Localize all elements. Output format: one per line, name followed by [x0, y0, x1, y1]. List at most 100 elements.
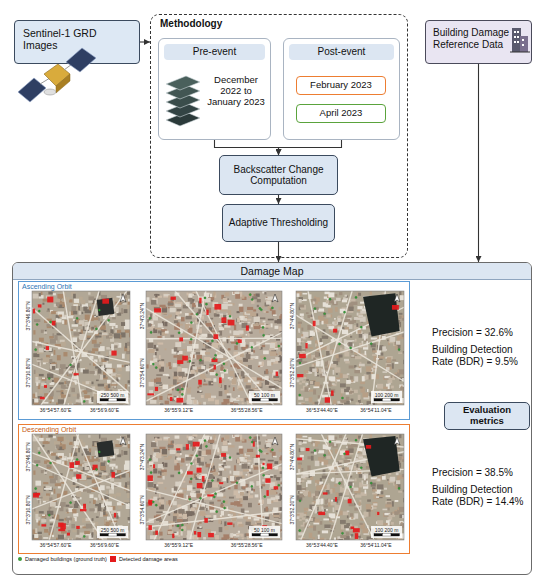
building-roof: [101, 329, 104, 331]
building-roof: [399, 385, 403, 388]
building-roof: [250, 350, 255, 353]
building-roof: [82, 381, 86, 386]
building-roof: [235, 373, 239, 377]
building-roof: [357, 313, 359, 316]
building-roof: [51, 311, 57, 314]
building-roof: [88, 300, 92, 303]
building-roof: [105, 310, 107, 313]
building-roof: [94, 325, 97, 327]
building-roof: [83, 307, 87, 311]
building-roof: [311, 371, 313, 373]
building-roof: [99, 346, 105, 351]
building-roof: [239, 307, 243, 312]
building-roof: [302, 381, 305, 383]
building-roof: [175, 293, 180, 296]
building-roof: [263, 321, 266, 323]
building-roof: [159, 355, 161, 358]
building-roof: [89, 371, 94, 374]
building-roof: [149, 390, 153, 394]
building-roof: [173, 363, 177, 367]
building-roof: [41, 330, 44, 333]
building-roof: [116, 374, 122, 377]
building-roof: [192, 303, 196, 307]
building-roof: [228, 348, 231, 350]
detected-damage: [177, 360, 183, 364]
building-roof: [330, 349, 335, 353]
building-roof: [51, 479, 57, 482]
building-roof: [186, 356, 188, 360]
building-roof: [183, 403, 186, 405]
building-roof: [74, 366, 78, 370]
building-roof: [180, 329, 182, 332]
building-roof: [175, 304, 181, 307]
building-roof: [157, 365, 161, 369]
building-roof: [114, 343, 118, 348]
building-roof: [48, 396, 52, 400]
building-roof: [181, 317, 185, 321]
building-roof: [308, 405, 310, 406]
building-roof: [370, 291, 372, 294]
building-roof: [104, 330, 107, 334]
building-roof: [242, 346, 247, 351]
building-roof: [381, 332, 384, 334]
building-roof: [351, 302, 357, 305]
building-roof: [387, 356, 392, 359]
building-roof: [319, 342, 323, 345]
building-roof: [153, 345, 156, 349]
building-roof: [316, 385, 318, 387]
building-roof: [266, 297, 271, 302]
building-roof: [33, 330, 35, 334]
map-frame: [32, 291, 130, 405]
building-roof: [159, 366, 164, 371]
building-roof: [262, 291, 266, 293]
building-roof: [374, 356, 380, 361]
building-roof: [250, 344, 254, 348]
building-roof: [301, 334, 303, 336]
ground-truth-dot: [260, 309, 262, 311]
building-roof: [179, 375, 182, 380]
building-roof: [214, 293, 216, 298]
box-heading: April 2023: [297, 105, 385, 122]
building-roof: [214, 313, 217, 316]
building-roof: [220, 307, 226, 311]
building-roof: [104, 318, 106, 322]
building-roof: [254, 392, 256, 397]
ground-truth-dot: [343, 311, 345, 313]
building-roof: [188, 293, 191, 298]
building-roof: [110, 390, 113, 393]
building-roof: [154, 294, 159, 296]
building-roof: [159, 386, 165, 388]
ground-truth-dot: [181, 393, 183, 395]
building-roof: [366, 375, 371, 380]
building-roof: [32, 399, 34, 404]
building-roof: [196, 335, 201, 337]
building-roof: [363, 345, 368, 349]
building-roof: [334, 345, 337, 348]
building-roof: [130, 346, 131, 349]
building-roof: [301, 316, 304, 319]
building-roof: [358, 395, 361, 400]
building-roof: [229, 385, 231, 387]
building-roof: [237, 366, 242, 369]
building-roof: [390, 337, 395, 342]
road: [41, 291, 127, 405]
building-window: [514, 36, 516, 38]
building-roof: [79, 297, 83, 301]
building-roof: [197, 402, 199, 405]
process-box: Backscatter Change Computation: [219, 155, 338, 195]
road: [308, 291, 331, 405]
building-roof: [67, 382, 69, 386]
building-roof: [70, 336, 74, 340]
building-roof: [73, 311, 77, 315]
building-roof: [272, 313, 274, 316]
building-roof: [222, 358, 225, 360]
building-roof: [193, 354, 195, 358]
building-roof: [125, 392, 128, 394]
building-roof: [117, 364, 122, 367]
building-roof: [99, 291, 101, 295]
building-roof: [261, 394, 264, 397]
building-roof: [122, 396, 128, 400]
reference-box: Building Damage Reference Data: [425, 20, 532, 64]
building-roof: [163, 336, 165, 340]
building-roof: [230, 364, 234, 367]
